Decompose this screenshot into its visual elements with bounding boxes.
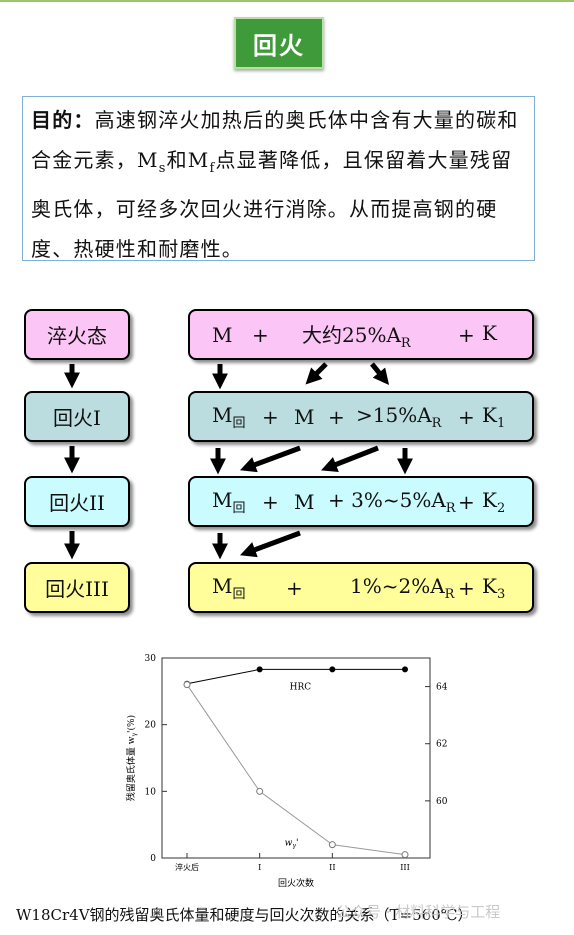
martensite-label: M	[212, 322, 233, 347]
hrc-series-label: HRC	[290, 682, 312, 692]
flow-arrows	[63, 362, 414, 560]
tempered-martensite-label: M回	[212, 402, 246, 431]
x-tick-label: II	[329, 863, 335, 872]
retained-austenite-label: 大约25%AR	[302, 322, 411, 351]
tempered-martensite-label: M回	[212, 487, 246, 516]
page-title: 回火	[234, 17, 324, 69]
plus-sign: +	[458, 575, 475, 600]
top-divider	[0, 0, 574, 2]
x-tick-label: 淬火后	[175, 862, 199, 872]
carbide-label: K2	[482, 487, 506, 516]
y-left-tick-label: 20	[145, 721, 157, 731]
purpose-label: 目的：	[31, 108, 95, 132]
plus-sign: +	[262, 404, 279, 429]
purpose-box: 目的：高速钢淬火加热后的奥氏体中含有大量的碳和合金元素，Ms和Mf点显著降低，且…	[22, 96, 535, 261]
austenite-point	[328, 841, 336, 849]
austenite-series-label: wγ'	[285, 838, 299, 849]
stage-temper-2: 回火II	[24, 476, 130, 527]
diagonal-arrow	[305, 362, 328, 385]
figure-caption: W18Cr4V钢的残留奥氏体量和硬度与回火次数的关系（T=560℃）	[16, 906, 473, 924]
stage-temper-1: 回火I	[24, 391, 130, 442]
plus-sign: +	[286, 575, 303, 600]
y-left-tick-label: 0	[150, 854, 156, 864]
y-right-tick-label: 62	[436, 740, 447, 750]
hrc-point	[402, 666, 408, 673]
austenite-point	[183, 681, 191, 689]
plus-sign: +	[328, 404, 345, 429]
plot-frame	[161, 657, 431, 859]
plus-sign: +	[458, 322, 475, 347]
retained-austenite-label: 1%~2%AR	[350, 573, 455, 602]
y-left-tick-label: 30	[145, 654, 157, 664]
y-right-tick-label: 60	[436, 797, 448, 807]
diagonal-arrow	[321, 445, 379, 472]
stage-label: 回火II	[49, 491, 105, 515]
composition-quenched: M + 大约25%AR + K	[188, 309, 534, 360]
x-tick-label: III	[400, 863, 409, 872]
plus-sign: +	[458, 404, 475, 429]
diagonal-arrow	[239, 445, 301, 473]
mf-subscript: f	[209, 161, 216, 176]
austenite-series-line	[186, 684, 406, 856]
watermark: 公众号 · 材料科学与工程	[336, 903, 501, 921]
retained-austenite-label: + 3%~5%AR	[328, 487, 456, 516]
plus-sign: +	[458, 489, 475, 514]
tempered-martensite-label: M回	[212, 573, 246, 602]
carbide-label: K	[482, 320, 497, 345]
stage-label: 回火III	[45, 577, 109, 601]
diagonal-arrow	[370, 362, 390, 385]
carbide-label: K1	[482, 402, 506, 431]
purpose-text-2: 和M	[166, 148, 210, 172]
y-right-tick-label: 64	[436, 683, 448, 693]
plus-sign: +	[262, 489, 279, 514]
retained-austenite-label: >15%AR	[356, 402, 442, 431]
composition-temper-1: M回 + M + >15%AR + K1	[188, 391, 534, 442]
stage-quenched: 淬火态	[24, 309, 130, 360]
composition-temper-2: M回 + M + 3%~5%AR + K2	[188, 476, 534, 527]
plus-sign: +	[252, 322, 269, 347]
stage-label: 回火I	[53, 406, 101, 430]
austenite-point	[256, 787, 264, 795]
ms-subscript: s	[158, 161, 167, 176]
hrc-point	[329, 666, 336, 673]
x-tick-label: I	[258, 863, 261, 872]
hrc-point	[256, 666, 263, 673]
stage-label: 淬火态	[47, 324, 107, 348]
carbide-label: K3	[482, 573, 506, 602]
stage-temper-3: 回火III	[24, 562, 130, 613]
purpose-text-1: 高速钢淬火加热后的奥氏体中含有大量的碳和合金元素，M	[31, 108, 519, 172]
x-axis-label: 回火次数	[278, 877, 314, 889]
diagonal-arrow	[239, 530, 301, 558]
austenite-point	[401, 851, 409, 859]
hrc-series-line	[186, 668, 405, 685]
martensite-label: M	[294, 489, 315, 514]
martensite-label: M	[294, 404, 315, 429]
purpose-text-3: 点显著降低，且保留着大量残留奥氏体，可经多次回火进行消除。从而提高钢的硬度、热硬…	[31, 148, 513, 261]
y-left-tick-label: 10	[145, 787, 157, 797]
y-left-axis-label: 残留奥氏体量 wγ'(%)	[125, 715, 138, 801]
composition-temper-3: M回 + 1%~2%AR + K3	[188, 562, 534, 613]
